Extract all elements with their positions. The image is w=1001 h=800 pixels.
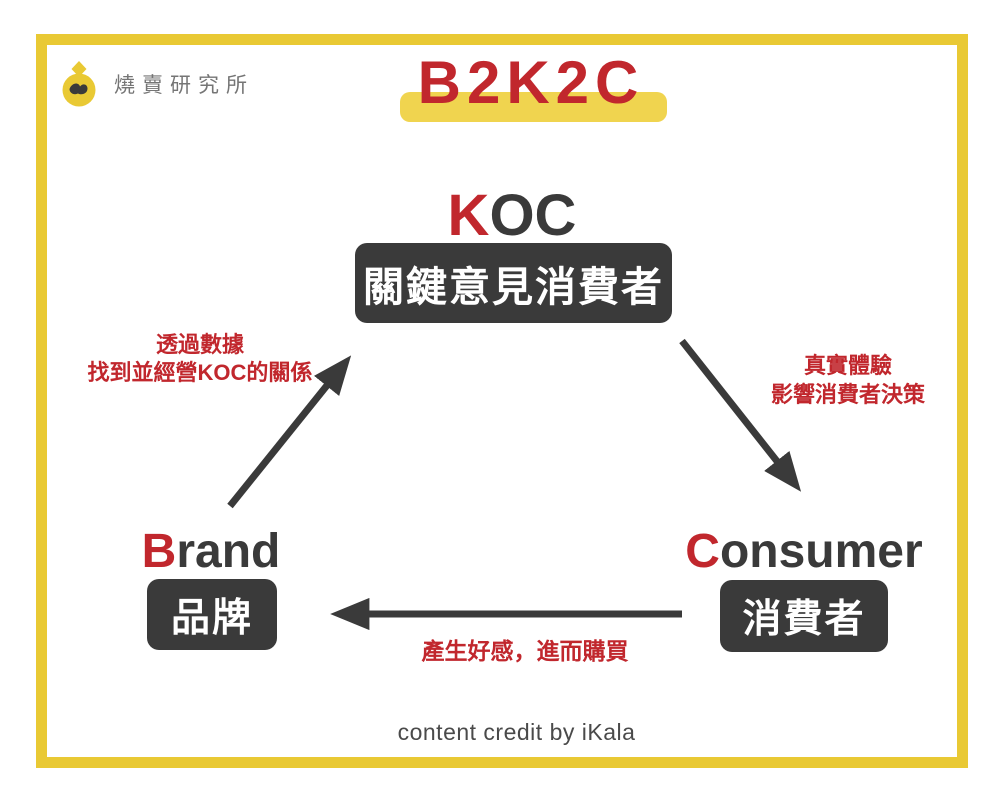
brand-node-box: 品牌	[147, 579, 277, 650]
brand-heading-rest: rand	[176, 525, 281, 578]
edge-label-line: 影響消費者決策	[770, 382, 925, 407]
consumer-heading-accent: C	[685, 525, 720, 578]
koc-node-box: 關鍵意見消費者	[355, 243, 672, 323]
edge-label-consumer-to-brand: 產生好感，進而購買	[421, 638, 629, 664]
edge-label-line: 找到並經營KOC的關係	[87, 360, 313, 385]
logo: 燒賣研究所	[58, 61, 254, 107]
koc-heading-accent: K	[447, 183, 490, 248]
edge-label-brand-to-koc: 透過數據 找到並經營KOC的關係	[55, 331, 345, 387]
consumer-heading-rest: onsumer	[719, 525, 923, 578]
brand-heading-accent: B	[141, 525, 177, 578]
koc-heading: KOC	[362, 182, 662, 249]
shumai-logo-icon	[62, 61, 96, 107]
brand-heading: Brand	[61, 524, 361, 579]
edge-label-line: 真實體驗	[803, 353, 892, 378]
edge-label-koc-to-consumer: 真實體驗 影響消費者決策	[733, 351, 963, 409]
logo-text: 燒賣研究所	[114, 74, 254, 97]
koc-box-label: 關鍵意見消費者	[363, 264, 664, 310]
page-title: B2K2C	[417, 49, 645, 116]
brand-box-label: 品牌	[170, 596, 253, 640]
koc-heading-rest: OC	[489, 183, 577, 248]
title-highlight	[400, 92, 667, 122]
edge-label-line: 透過數據	[155, 332, 244, 357]
consumer-box-label: 消費者	[742, 598, 866, 641]
credit-text: content credit by iKala	[397, 719, 636, 745]
consumer-node-box: 消費者	[720, 580, 888, 652]
consumer-heading: Consumer	[654, 524, 954, 579]
